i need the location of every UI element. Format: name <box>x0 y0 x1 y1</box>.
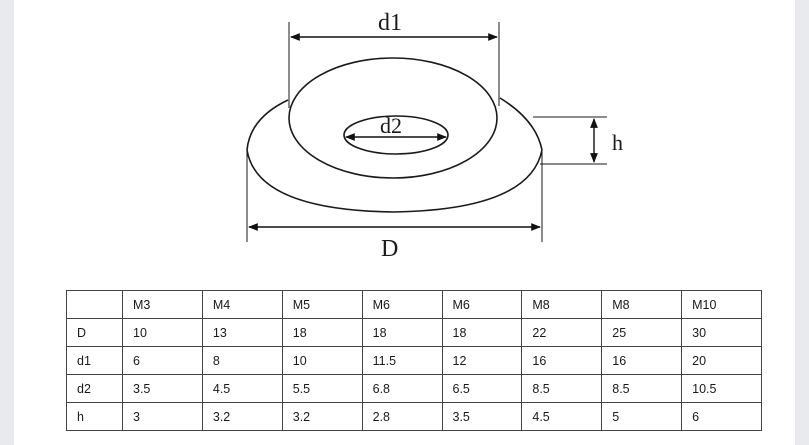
table-row: h 3 3.2 3.2 2.8 3.5 4.5 5 6 <box>66 402 762 431</box>
dimension-lines <box>248 33 598 231</box>
table-cell: 6 <box>122 346 203 375</box>
table-cell: 22 <box>521 318 603 347</box>
table-cell: 5.5 <box>281 374 363 403</box>
table-cell: 2.8 <box>361 402 443 431</box>
left-margin-bar <box>0 0 14 445</box>
table-corner-cell <box>66 290 123 319</box>
extension-lines <box>246 22 607 242</box>
table-row: d2 3.5 4.5 5.5 6.8 6.5 8.5 8.5 10.5 <box>66 374 762 403</box>
table-cell: 3.5 <box>441 402 523 431</box>
table-cell: 4.5 <box>201 374 283 403</box>
column-header: M8 <box>601 290 683 319</box>
row-header: d1 <box>66 346 123 375</box>
table-cell: 18 <box>361 318 443 347</box>
row-header: d2 <box>66 374 123 403</box>
table-cell: 8.5 <box>601 374 683 403</box>
washer-outline <box>246 57 543 213</box>
column-header: M6 <box>441 290 523 319</box>
column-header: M8 <box>521 290 603 319</box>
table-cell: 25 <box>601 318 683 347</box>
table-cell: 3.2 <box>281 402 363 431</box>
table-cell: 30 <box>681 318 762 347</box>
table-cell: 6.5 <box>441 374 523 403</box>
table-cell: 13 <box>201 318 283 347</box>
table-row: D 10 13 18 18 18 22 25 30 <box>66 318 762 347</box>
table-cell: 4.5 <box>521 402 603 431</box>
table-cell: 20 <box>681 346 762 375</box>
table-cell: 10 <box>122 318 203 347</box>
right-margin-bar <box>795 0 809 445</box>
column-header: M10 <box>681 290 762 319</box>
table-cell: 10.5 <box>681 374 762 403</box>
column-header: M6 <box>361 290 443 319</box>
h-label: h <box>612 130 623 155</box>
table-row: d1 6 8 10 11.5 12 16 16 20 <box>66 346 762 375</box>
table-cell: 12 <box>441 346 523 375</box>
table-cell: 5 <box>601 402 683 431</box>
table-cell: 10 <box>281 346 363 375</box>
row-header: D <box>66 318 123 347</box>
table-header-row: M3 M4 M5 M6 M6 M8 M8 M10 <box>66 290 762 319</box>
table-cell: 18 <box>281 318 363 347</box>
table-cell: 3.2 <box>201 402 283 431</box>
column-header: M5 <box>281 290 363 319</box>
table-cell: 18 <box>441 318 523 347</box>
column-header: M3 <box>122 290 203 319</box>
table-cell: 6.8 <box>361 374 443 403</box>
washer-drawing: d1 d2 h D <box>246 10 623 262</box>
d2-label: d2 <box>380 113 402 138</box>
table-cell: 8 <box>201 346 283 375</box>
spec-table: M3 M4 M5 M6 M6 M8 M8 M10 D 10 13 18 18 1… <box>66 290 762 431</box>
column-header: M4 <box>201 290 283 319</box>
D-label: D <box>381 236 398 262</box>
d1-label: d1 <box>378 10 402 36</box>
table-cell: 3.5 <box>122 374 203 403</box>
table-cell: 16 <box>521 346 603 375</box>
table-cell: 6 <box>681 402 762 431</box>
table-cell: 11.5 <box>361 346 443 375</box>
table-cell: 8.5 <box>521 374 603 403</box>
table-cell: 16 <box>601 346 683 375</box>
table-cell: 3 <box>122 402 203 431</box>
row-header: h <box>66 402 123 431</box>
